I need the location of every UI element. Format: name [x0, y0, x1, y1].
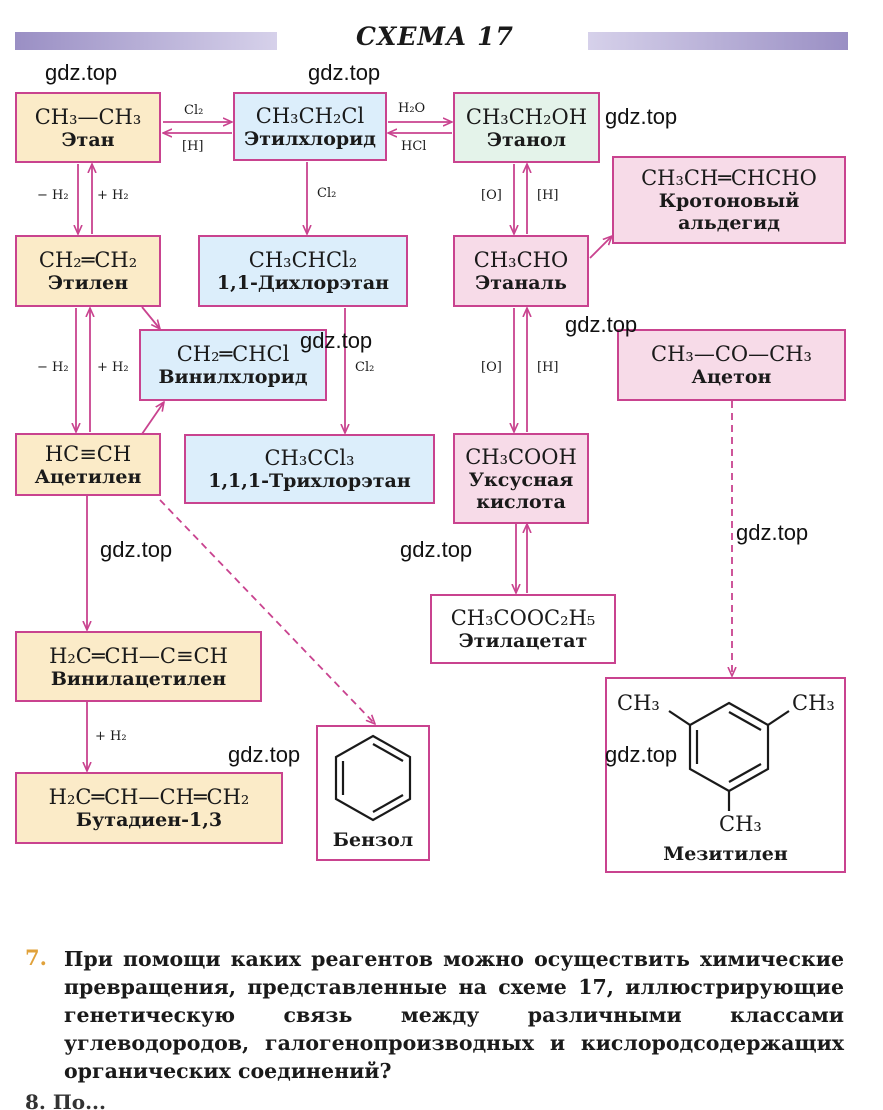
ethanal-formula: CH₃CHO — [473, 248, 569, 272]
arrow-ethylene-to-vinylchloride — [141, 306, 160, 329]
node-ethylene: CH₂═CH₂ Этилен — [15, 235, 161, 307]
mesitylene-name: Мезитилен — [663, 843, 788, 865]
ethane-formula: CH₃—CH₃ — [34, 104, 142, 129]
acetone-name: Ацетон — [691, 366, 772, 388]
mesitylene-ring-icon — [668, 701, 790, 811]
node-acetic-acid: CH₃COOH Уксусная кислота — [453, 433, 589, 524]
crotonaldehyde-name-1: Кротоновый — [658, 190, 800, 212]
butadiene-name: Бутадиен-1,3 — [75, 809, 223, 831]
question-number: 7. — [25, 945, 47, 970]
label-hcl: HCl — [401, 139, 427, 154]
label-plus-h2-1: + H₂ — [97, 188, 129, 203]
arrow-acetylene-to-vinylchloride — [141, 402, 164, 435]
node-trichloroethane: CH₃CCl₃ 1,1,1-Трихлорэтан — [184, 434, 435, 504]
title-bar-left — [15, 32, 277, 50]
next-question-fragment: 8. По... — [25, 1090, 106, 1110]
watermark: gdz.top — [605, 742, 678, 767]
node-crotonaldehyde: CH₃CH═CHCHO Кротоновый альдегид — [612, 156, 846, 244]
label-minus-h2-2: − H₂ — [37, 360, 69, 375]
label-o-2: [O] — [481, 360, 502, 375]
ethane-name: Этан — [61, 128, 115, 151]
node-ethane: CH₃—CH₃ Этан — [15, 92, 161, 163]
mesitylene-ch3-left: CH₃ — [617, 691, 660, 715]
node-acetylene: HC≡CH Ацетилен — [15, 433, 161, 496]
node-ethanol: CH₃CH₂OH Этанол — [453, 92, 600, 163]
crotonaldehyde-formula: CH₃CH═CHCHO — [641, 166, 817, 190]
ethanol-name: Этанол — [486, 128, 567, 151]
node-benzene: Бензол — [316, 725, 430, 861]
arrow-ethanal-to-crotonaldehyde — [589, 236, 612, 259]
dichloroethane-name: 1,1-Дихлорэтан — [216, 272, 390, 294]
label-h-2: [H] — [537, 188, 559, 203]
trichloroethane-formula: CH₃CCl₃ — [264, 446, 355, 470]
watermark: gdz.top — [565, 312, 638, 337]
mesitylene-ch3-right: CH₃ — [792, 691, 835, 715]
question-text: При помощи каких реагентов можно осущест… — [64, 947, 844, 1083]
watermark: gdz.top — [400, 537, 473, 562]
benzene-name: Бензол — [332, 829, 414, 851]
vinyl-chloride-name: Винилхлорид — [158, 366, 308, 388]
vinylacetylene-name: Винилацетилен — [50, 667, 227, 690]
ethyl-acetate-name: Этилацетат — [458, 630, 588, 652]
ethylene-formula: CH₂═CH₂ — [38, 248, 138, 272]
node-ethyl-chloride: CH₃CH₂Cl Этилхлорид — [233, 92, 387, 161]
acetylene-formula: HC≡CH — [44, 441, 132, 466]
ethanal-name: Этаналь — [475, 272, 567, 294]
node-vinyl-chloride: CH₂═CHCl Винилхлорид — [139, 329, 327, 401]
ethyl-chloride-name: Этилхлорид — [244, 127, 376, 150]
node-mesitylene: CH₃ CH₃ CH₃ Мезитилен — [605, 677, 846, 873]
ethyl-acetate-formula: CH₃COOC₂H₅ — [450, 606, 596, 630]
watermark: gdz.top — [736, 520, 809, 545]
node-acetone: CH₃—CO—CH₃ Ацетон — [617, 329, 846, 401]
scheme-title: СХЕМА 17 — [356, 22, 514, 51]
acetylene-name: Ацетилен — [34, 465, 142, 488]
label-h-1: [H] — [182, 139, 204, 154]
arrow-acetylene-to-benzene — [159, 499, 375, 724]
vinylacetylene-formula: H₂C═CH—C≡CH — [49, 643, 228, 668]
mesitylene-ch3-bottom: CH₃ — [719, 812, 762, 836]
acetic-acid-name-1: Уксусная — [468, 468, 574, 491]
trichloroethane-name: 1,1,1-Трихлорэтан — [208, 470, 411, 492]
acetone-formula: CH₃—CO—CH₃ — [651, 342, 812, 366]
ethylene-name: Этилен — [47, 272, 129, 294]
label-plus-h2-2: + H₂ — [97, 360, 129, 375]
acetic-acid-name-2: кислота — [476, 490, 566, 513]
label-cl2-3: Cl₂ — [355, 360, 375, 375]
node-butadiene: H₂C═CH—CH═CH₂ Бутадиен-1,3 — [15, 772, 283, 844]
ethanol-formula: CH₃CH₂OH — [465, 104, 588, 129]
watermark: gdz.top — [300, 328, 373, 353]
watermark: gdz.top — [45, 60, 118, 85]
watermark: gdz.top — [100, 537, 173, 562]
watermark: gdz.top — [308, 60, 381, 85]
label-h2o: H₂O — [398, 101, 426, 116]
label-o-1: [O] — [481, 188, 502, 203]
benzene-ring-icon — [334, 734, 412, 822]
title-bar-right — [588, 32, 848, 50]
watermark: gdz.top — [605, 104, 678, 129]
label-h-3: [H] — [537, 360, 559, 375]
node-vinylacetylene: H₂C═CH—C≡CH Винилацетилен — [15, 631, 262, 702]
ethyl-chloride-formula: CH₃CH₂Cl — [255, 103, 365, 128]
vinyl-chloride-formula: CH₂═CHCl — [176, 342, 290, 366]
acetic-acid-formula: CH₃COOH — [465, 444, 577, 469]
node-ethanal: CH₃CHO Этаналь — [453, 235, 589, 307]
label-minus-h2-1: − H₂ — [37, 188, 69, 203]
butadiene-formula: H₂C═CH—CH═CH₂ — [48, 785, 250, 809]
node-dichloroethane: CH₃CHCl₂ 1,1-Дихлорэтан — [198, 235, 408, 307]
watermark: gdz.top — [228, 742, 301, 767]
node-ethyl-acetate: CH₃COOC₂H₅ Этилацетат — [430, 594, 616, 664]
label-plus-h2-3: + H₂ — [95, 729, 127, 744]
label-cl2-2: Cl₂ — [317, 186, 337, 201]
dichloroethane-formula: CH₃CHCl₂ — [248, 248, 358, 272]
label-cl2-1: Cl₂ — [184, 103, 204, 118]
crotonaldehyde-name-2: альдегид — [678, 212, 780, 234]
